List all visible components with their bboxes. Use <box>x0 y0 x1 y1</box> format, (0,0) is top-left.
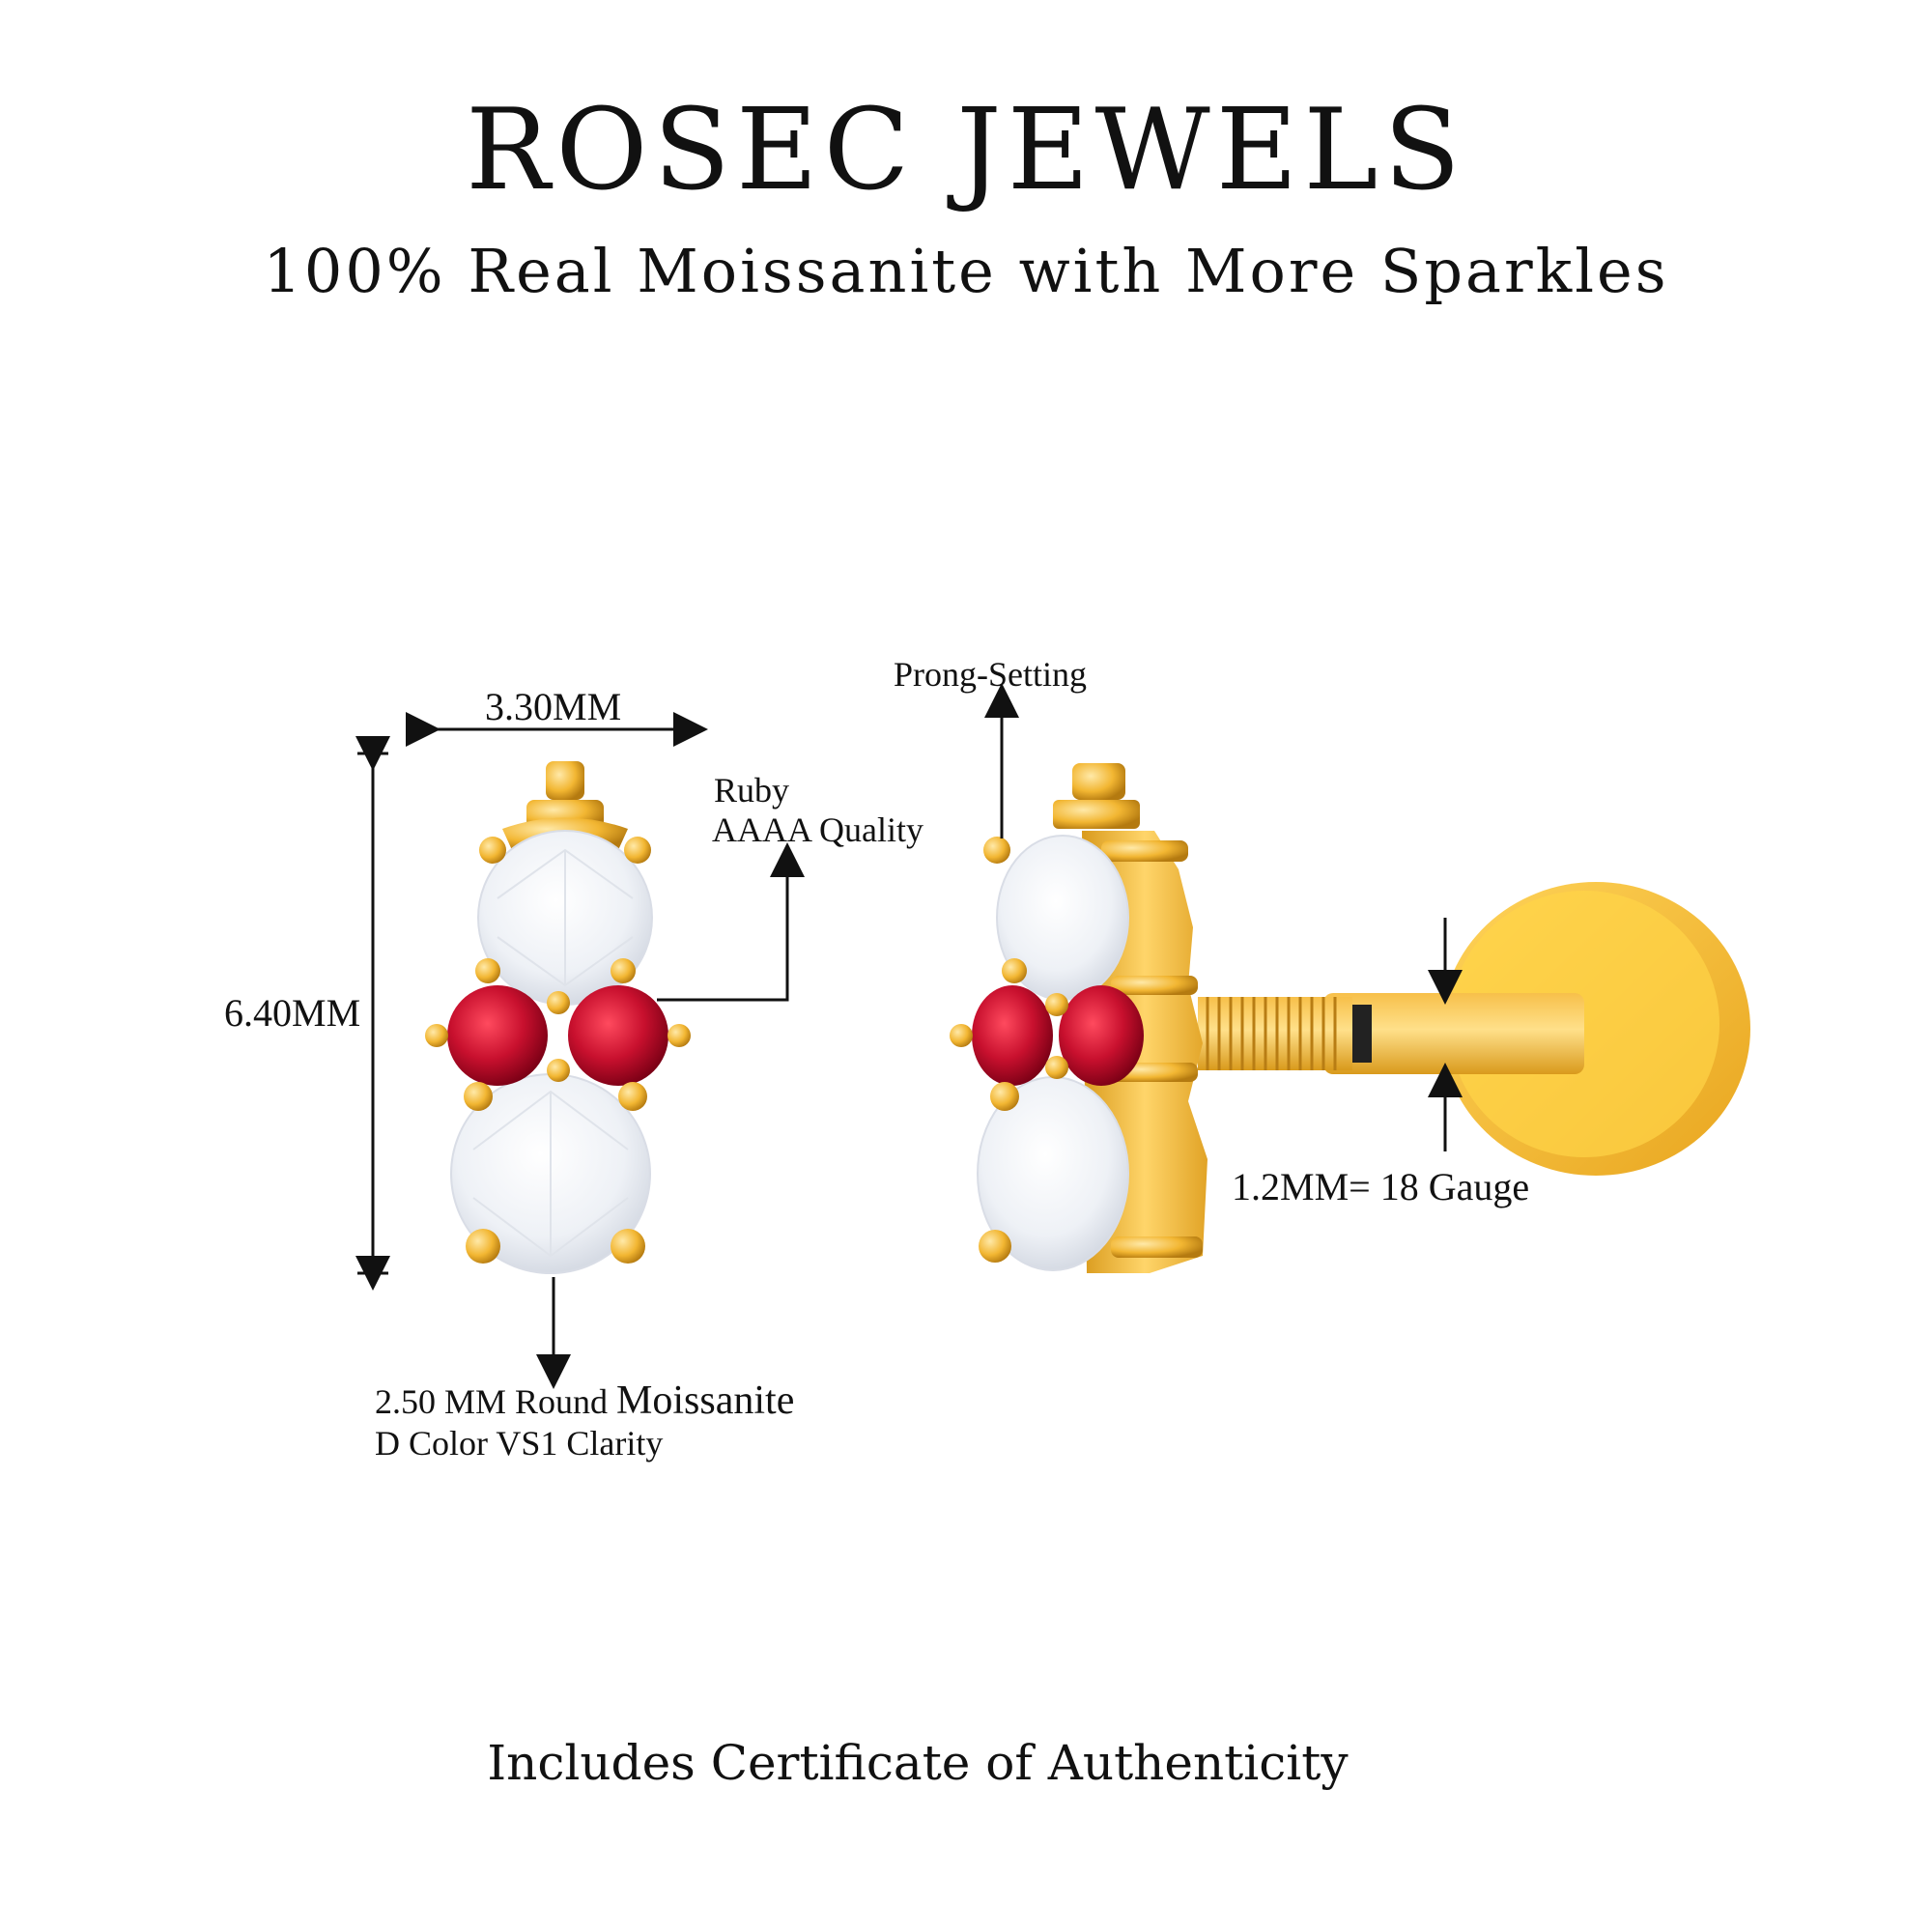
brand-tagline: 100% Real Moissanite with More Sparkles <box>263 236 1669 306</box>
side-ruby-left <box>972 985 1053 1086</box>
ruby-label: Ruby AAAA Quality <box>712 771 923 851</box>
front-view-earring <box>425 761 691 1274</box>
threaded-end <box>1198 997 1352 1070</box>
moissanite-type-label: Moissanite <box>616 1378 795 1423</box>
moissanite-size-label: 2.50 MM Round <box>375 1382 617 1421</box>
side-view-earring <box>950 763 1750 1273</box>
ruby-label-line2: AAAA Quality <box>712 810 923 850</box>
moissanite-grade-label: D Color VS1 Clarity <box>375 1424 664 1463</box>
brand-title: ROSEC JEWELS <box>466 85 1466 215</box>
width-label: 3.30MM <box>485 685 622 728</box>
moissanite-label: 2.50 MM Round Moissanite D Color VS1 Cla… <box>375 1378 794 1464</box>
top-finial <box>546 761 584 800</box>
ruby-stone-left <box>447 985 548 1086</box>
height-label: 6.40MM <box>224 991 361 1035</box>
side-ruby-right <box>1059 985 1144 1086</box>
ruby-leader-line <box>657 842 805 1002</box>
gauge-label: 1.2MM= 18 Gauge <box>1232 1165 1530 1208</box>
prong-setting-label: Prong-Setting <box>894 655 1088 694</box>
ruby-stone-right <box>568 985 668 1086</box>
labret-post <box>1323 993 1584 1074</box>
ruby-label-line1: Ruby <box>714 771 790 810</box>
certificate-note: Includes Certificate of Authenticity <box>487 1735 1349 1791</box>
